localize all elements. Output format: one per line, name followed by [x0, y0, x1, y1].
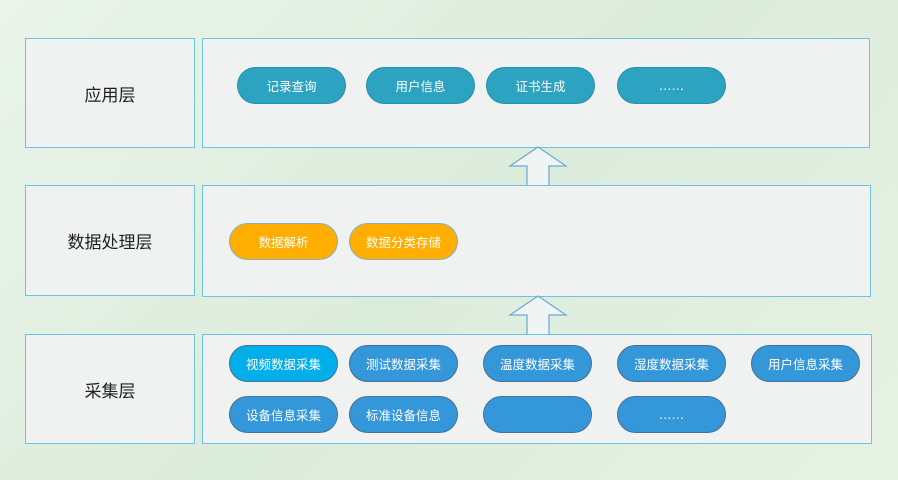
pill-device-collect[interactable]: 设备信息采集	[229, 396, 338, 433]
pill-more[interactable]: ……	[617, 67, 726, 104]
pill-user-collect[interactable]: 用户信息采集	[751, 345, 860, 382]
layer-label-collection: 采集层	[25, 334, 195, 444]
pill-more[interactable]: ……	[617, 396, 726, 433]
pill-video-collect[interactable]: 视频数据采集	[229, 345, 338, 382]
up-arrow-icon	[508, 146, 568, 187]
pill-temperature-collect[interactable]: 温度数据采集	[483, 345, 592, 382]
pill-empty[interactable]	[483, 396, 592, 433]
pill-data-classify-store[interactable]: 数据分类存储	[349, 223, 458, 260]
layer-name: 采集层	[84, 381, 136, 402]
pill-data-parse[interactable]: 数据解析	[229, 223, 338, 260]
layer-label-processing: 数据处理层	[25, 185, 195, 296]
pill-humidity-collect[interactable]: 湿度数据采集	[617, 345, 726, 382]
layer-name: 数据处理层	[67, 233, 153, 253]
layer-label-application: 应用层	[25, 38, 195, 148]
layer-name: 应用层	[84, 85, 136, 106]
up-arrow-icon	[508, 295, 568, 336]
pill-test-collect[interactable]: 测试数据采集	[349, 345, 458, 382]
pill-record-query[interactable]: 记录查询	[237, 67, 346, 104]
pill-certificate[interactable]: 证书生成	[486, 67, 595, 104]
pill-user-info[interactable]: 用户信息	[366, 67, 475, 104]
pill-standard-device[interactable]: 标准设备信息	[349, 396, 458, 433]
